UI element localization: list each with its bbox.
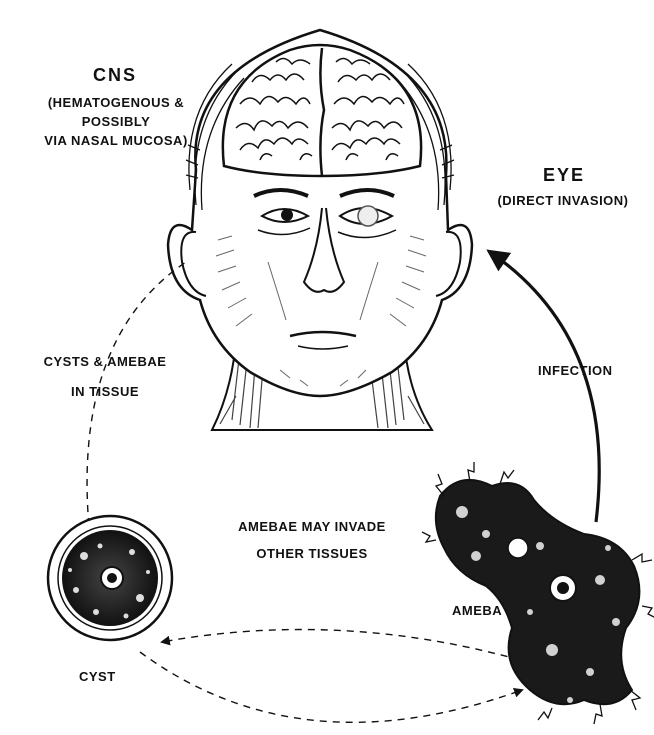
cns-route-line-2: POSSIBLY xyxy=(16,113,216,130)
infection-arrow[interactable] xyxy=(490,252,599,522)
cns-route-line-1: (HEMATOGENOUS & xyxy=(16,94,216,111)
cns-title: CNS xyxy=(40,64,190,88)
ameba-contractile-vacuole xyxy=(508,538,528,558)
cyst-karyosome xyxy=(107,573,117,583)
infection-label: INFECTION xyxy=(538,362,613,379)
eye-title: EYE xyxy=(514,164,614,188)
ameba-karyosome xyxy=(557,582,569,594)
eye-route: (DIRECT INVASION) xyxy=(478,192,648,209)
ameba-label: AMEBA xyxy=(452,602,502,619)
cyst-label: CYST xyxy=(79,668,116,685)
invade-line-2: OTHER TISSUES xyxy=(212,545,412,562)
dashed-arrow-cyst-to-ameba xyxy=(140,652,522,722)
cyst-illustration xyxy=(48,516,172,640)
invade-line-1: AMEBAE MAY INVADE xyxy=(212,518,412,535)
cysts-amebae-line-1: CYSTS & AMEBAE xyxy=(10,353,200,370)
ameba-illustration xyxy=(422,462,654,724)
cns-route-line-3: VIA NASAL MUCOSA) xyxy=(16,132,216,149)
dashed-arrow-ameba-to-cyst xyxy=(162,630,520,660)
head-illustration xyxy=(168,30,472,430)
cysts-amebae-line-2: IN TISSUE xyxy=(10,383,200,400)
